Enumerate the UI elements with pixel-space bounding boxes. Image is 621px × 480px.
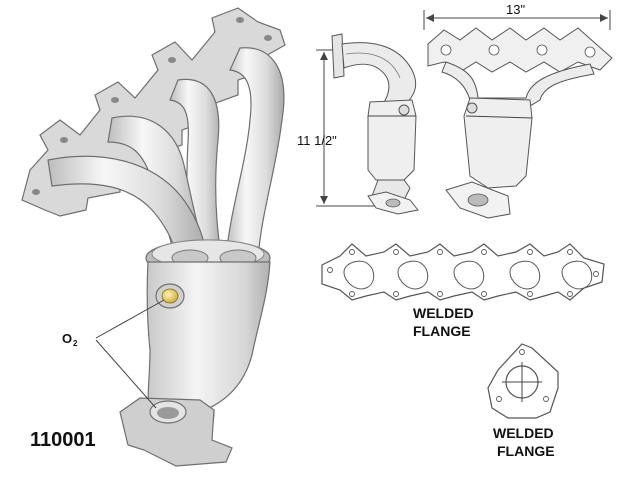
width-dimension: 13" — [506, 2, 525, 17]
front-converter-band — [465, 115, 533, 119]
o2-callout: O 2 — [62, 299, 165, 409]
outlet-flange — [119, 397, 233, 467]
flange-hole — [168, 57, 176, 63]
flange-port-1 — [343, 260, 375, 290]
side-runner-detail — [345, 52, 401, 79]
front-flange-port — [536, 44, 548, 56]
front-flange — [427, 27, 613, 73]
front-flange-port — [584, 46, 596, 58]
front-o2-port — [466, 102, 478, 114]
small-flange-bolt-hole — [519, 349, 525, 355]
side-runners — [341, 42, 417, 109]
welded-flange-small-line2: FLANGE — [497, 443, 555, 459]
front-flange-port — [440, 44, 452, 56]
small-flange-bolt-hole — [496, 396, 502, 402]
height-arrow-up — [320, 52, 328, 60]
width-arrow-right — [600, 14, 608, 22]
o2-sensor-port — [161, 288, 179, 304]
height-dimension: 11 1/2" — [297, 133, 337, 148]
flange-port-2 — [397, 260, 429, 290]
flange-port-5 — [561, 260, 593, 290]
front-outlet-bore — [467, 193, 489, 207]
side-flange — [331, 33, 345, 79]
part-number: 110001 — [30, 429, 96, 451]
flange-hole — [236, 17, 244, 23]
small-flange-bolt-hole — [543, 396, 549, 402]
welded-flange-main-line1: WELDED — [413, 305, 474, 321]
welded-flange-small-line1: WELDED — [493, 425, 554, 441]
height-arrow-down — [320, 196, 328, 204]
front-view-drawing: 13" — [423, 2, 613, 219]
front-flange-port — [488, 44, 500, 56]
flange-port-3 — [453, 260, 485, 290]
flange-hole — [60, 137, 68, 143]
o2-label: O — [62, 331, 72, 346]
flange-port-4 — [509, 260, 541, 290]
flange-bolt-holes — [327, 249, 599, 297]
side-o2-port — [398, 104, 410, 116]
welded-flange-main-line2: FLANGE — [413, 323, 471, 339]
width-arrow-left — [426, 14, 434, 22]
outlet-bore — [157, 407, 179, 419]
welded-flange-small-drawing: WELDED FLANGE — [487, 343, 559, 459]
manifold-illustration — [21, 7, 286, 467]
welded-flange-main-drawing: WELDED FLANGE — [321, 243, 605, 339]
o2-leader-lower — [95, 339, 157, 409]
flange-hole — [111, 97, 119, 103]
flange-hole — [32, 189, 40, 195]
side-outlet-bore — [385, 198, 401, 208]
o2-leader-upper — [95, 299, 165, 339]
front-converter — [463, 97, 533, 189]
flange-hole — [264, 35, 272, 41]
side-view-drawing: 11 1/2" — [297, 33, 419, 215]
o2-subscript: 2 — [73, 339, 78, 348]
